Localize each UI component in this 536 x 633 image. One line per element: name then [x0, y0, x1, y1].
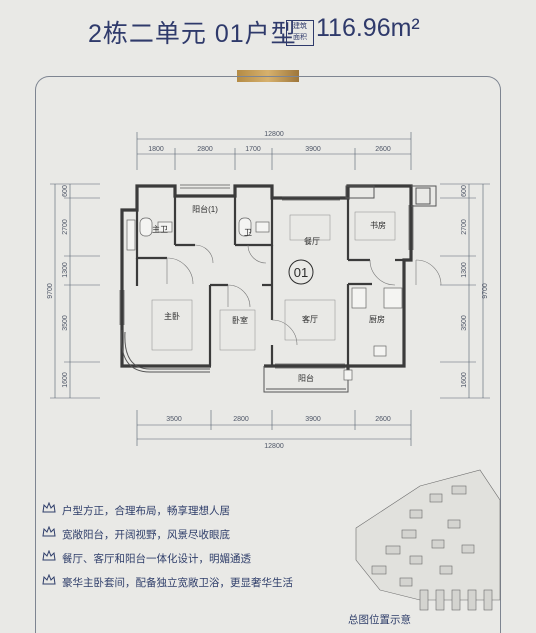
crown-icon: [42, 574, 56, 585]
room-kitchen: 厨房: [369, 314, 385, 324]
dim-right-2: 2700: [461, 219, 468, 235]
dim-left-3: 1300: [62, 262, 69, 278]
dim-bottom-3: 3900: [305, 416, 321, 423]
dim-left-4: 3500: [62, 315, 69, 331]
feature-text-4: 豪华主卧套间，配备独立宽敞卫浴，更显奢华生活: [62, 577, 293, 589]
crown-icon: [42, 550, 56, 561]
dim-right-5: 1600: [461, 372, 468, 388]
plan-frame: [35, 76, 501, 633]
room-master-bath: 主卫: [152, 224, 168, 234]
dim-top-4: 3900: [305, 146, 321, 153]
feature-text-3: 餐厅、客厅和阳台一体化设计，明媚通透: [62, 553, 251, 565]
feature-item-3: 餐厅、客厅和阳台一体化设计，明媚通透: [42, 550, 251, 566]
unit-label: 01: [294, 265, 308, 280]
room-living: 客厅: [302, 314, 318, 324]
room-bedroom: 卧室: [232, 315, 248, 325]
site-map: [355, 469, 501, 611]
dim-top-total: 12800: [264, 131, 284, 138]
crown-icon: [42, 526, 56, 537]
dim-left-total: 9700: [47, 283, 54, 299]
dim-top-2: 2800: [197, 146, 213, 153]
dim-top-3: 1700: [245, 146, 261, 153]
dim-bottom-1: 3500: [166, 416, 182, 423]
feature-item-2: 宽敞阳台，开阔视野，风景尽收眼底: [42, 526, 230, 542]
feature-text-1: 户型方正，合理布局，畅享理想人居: [62, 505, 230, 517]
room-dining: 餐厅: [304, 237, 320, 246]
dim-left-1: 600: [62, 185, 69, 197]
dim-top-1: 1800: [148, 146, 164, 153]
feature-item-4: 豪华主卧套间，配备独立宽敞卫浴，更显奢华生活: [42, 574, 293, 590]
dim-left-2: 2700: [62, 219, 69, 235]
crown-icon: [42, 502, 56, 513]
feature-text-2: 宽敞阳台，开阔视野，风景尽收眼底: [62, 529, 230, 541]
dim-bottom-2: 2800: [233, 416, 249, 423]
dim-right-4: 3500: [461, 315, 468, 331]
unit-title: 2栋二单元 01户型: [88, 20, 297, 48]
area-value: 116.96m²: [316, 14, 420, 42]
dim-top-5: 2600: [375, 146, 391, 153]
room-study: 书房: [370, 220, 386, 230]
feature-item-1: 户型方正，合理布局，畅享理想人居: [42, 502, 230, 518]
site-map-caption: 总图位置示意: [348, 614, 411, 626]
dim-right-1: 600: [461, 185, 468, 197]
badge-line-1: 建筑: [293, 23, 307, 30]
room-master-bedroom: 主卧: [164, 311, 180, 321]
dim-right-total: 9700: [482, 283, 489, 299]
room-balcony-1: 阳台(1): [192, 204, 218, 214]
unit-marker: [288, 259, 314, 285]
room-balcony: 阳台: [298, 373, 314, 383]
area-badge: 建筑 面积: [286, 20, 314, 46]
dim-right-3: 1300: [461, 262, 468, 278]
dim-left-5: 1600: [62, 372, 69, 388]
header: 2栋二单元 01户型 建筑 面积 116.96m²: [0, 0, 536, 64]
badge-line-2: 面积: [293, 34, 307, 41]
room-bath: 卫: [244, 228, 252, 237]
dim-bottom-4: 2600: [375, 416, 391, 423]
dim-bottom-total: 12800: [264, 443, 284, 450]
